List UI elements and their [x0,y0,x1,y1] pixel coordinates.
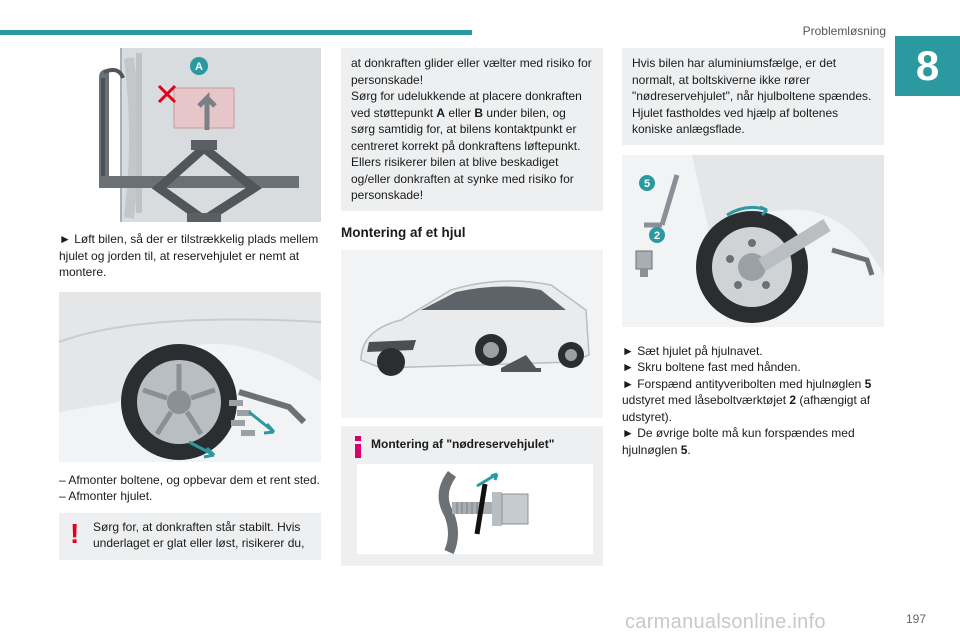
car-on-jack-illustration [341,249,603,418]
instruction-4: ► De øvrige bolte må kun forspændes med … [622,426,855,457]
info-icon [355,435,361,458]
chapter-tab: 8 [895,36,960,96]
warning-box-continued: at donkraften glider eller vælter med ri… [341,48,603,211]
warning-cont-2: Sørg for udelukkende at placere donkraft… [351,89,582,153]
info-box-spare-wheel: Montering af "nødreservehjulet" [341,425,603,566]
page-number: 197 [905,612,926,626]
instructions-mount: ► Sæt hjulet på hjulnavet. ► Skru bolten… [622,343,884,459]
remove-bolts-svg [59,291,321,460]
instruction-1: ► Sæt hjulet på hjulnavet. [622,343,763,358]
note-alloy-text: Hvis bilen har aluminiumsfælge, er det n… [632,56,872,136]
tighten-bolts-illustration: 5 2 [622,154,884,327]
info-title: Montering af "nødreservehjulet" [371,436,555,451]
jack-lift-illustration: A [59,48,321,222]
car-on-jack-svg [360,279,590,376]
section-title: Problemløsning [802,24,886,38]
warning-cont-1: at donkraften glider eller vælter med ri… [351,56,592,87]
column-1: A ► Løft bilen, så der er tilstrækkelig … [59,48,321,560]
paragraph-lift: ► Løft bilen, så der er tilstrækkelig pl… [59,232,319,279]
warning-icon: ! [70,517,80,549]
remove-bolts-illustration [59,291,321,462]
header-accent-bar [0,30,472,35]
step-remove-bolts: – Afmonter boltene, og opbevar dem et re… [59,472,320,487]
column-3: Hvis bilen har aluminiumsfælge, er det n… [622,48,884,458]
fig-label-a: A [195,61,203,73]
note-box-alloy: Hvis bilen har aluminiumsfælge, er det n… [622,48,884,145]
jack-lift-svg: A [99,48,321,222]
fig-label-5: 5 [644,178,650,190]
warning-text-start: Sørg for, at donkraften står stabilt. Hv… [93,519,305,551]
tighten-bolts-svg: 5 2 [635,154,884,323]
bolt-svg [438,471,529,555]
warning-cont-3: Ellers risikerer bilen at blive beskadig… [351,155,574,202]
watermark: carmanualsonline.info [625,611,826,633]
instruction-3: ► Forspænd antityveribolten med hjulnøgl… [622,376,872,424]
warning-box-jack: ! Sørg for, at donkraften står stabilt. … [59,512,321,560]
bolt-illustration [357,464,593,555]
fig-label-2: 2 [654,230,660,242]
column-2: at donkraften glider eller vælter med ri… [341,48,603,566]
heading-mount-wheel: Montering af et hjul [341,224,466,240]
step-remove-wheel: – Afmonter hjulet. [59,489,153,503]
instruction-2: ► Skru boltene fast med hånden. [622,360,801,374]
